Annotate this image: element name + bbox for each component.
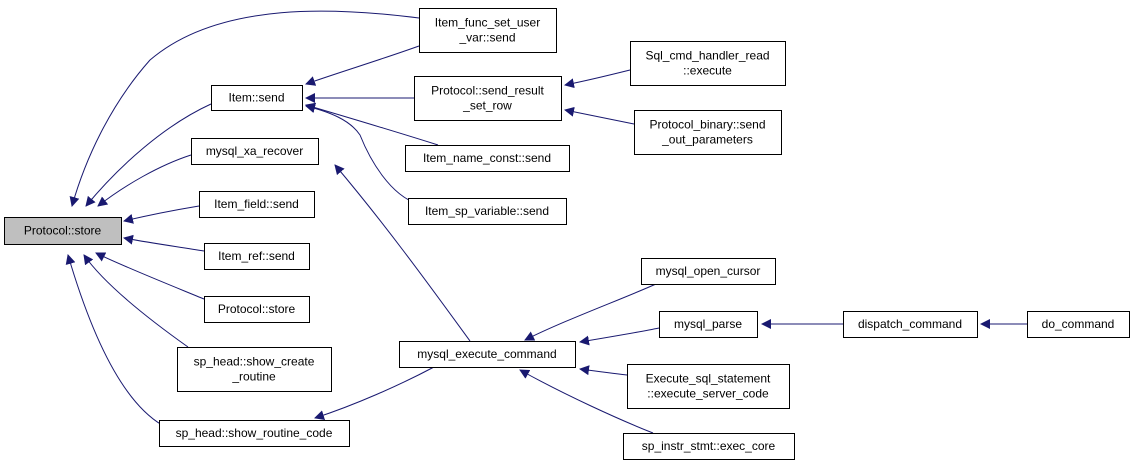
- node-sp-head-show-routine-code[interactable]: sp_head::show_routine_code: [159, 420, 350, 447]
- node-label: mysql_open_cursor: [656, 264, 761, 278]
- node-box: [408, 198, 567, 225]
- node-label: _set_row: [462, 99, 512, 113]
- node-box: [4, 217, 122, 245]
- node-protocol-send-result-set-row[interactable]: Protocol::send_result_set_row: [414, 76, 562, 121]
- node-box: [419, 8, 557, 53]
- edge-execute_sql_statement_execute_server_code-to-mysql_execute_command: [579, 365, 628, 376]
- node-label: Protocol::store: [218, 302, 296, 316]
- edge-layer: [65, 10, 1027, 434]
- node-label: Item_field::send: [214, 197, 299, 211]
- node-label: sp_head::show_routine_code: [176, 426, 333, 440]
- node-label: Protocol_binary::send: [649, 118, 765, 132]
- node-dispatch-command[interactable]: dispatch_command: [843, 311, 978, 338]
- edge-mysql_parse-to-mysql_execute_command: [579, 327, 660, 346]
- node-box: [405, 145, 570, 172]
- node-box: [627, 364, 790, 409]
- node-protocol-store-child[interactable]: Protocol::store: [204, 296, 310, 323]
- node-item-ref-send[interactable]: Item_ref::send: [204, 243, 310, 270]
- edge-sp_head_show_routine_code-to-protocol_store_root: [65, 254, 163, 426]
- node-label: _var::send: [458, 31, 515, 45]
- edge-protocol_binary_send_out_parameters-to-protocol_send_result_set_row: [564, 106, 635, 125]
- node-label: Item::send: [228, 91, 284, 105]
- node-item-func-set-user-var-send[interactable]: Item_func_set_user_var::send: [419, 8, 557, 53]
- node-box: [177, 347, 332, 392]
- node-mysql-parse[interactable]: mysql_parse: [659, 311, 758, 338]
- node-box: [399, 341, 576, 368]
- node-label: Execute_sql_statement: [646, 372, 771, 386]
- edge-mysql_xa_recover-to-protocol_store_root: [97, 154, 192, 207]
- node-label: Item_func_set_user: [435, 16, 540, 30]
- node-mysql-open-cursor[interactable]: mysql_open_cursor: [641, 258, 776, 285]
- node-item-sp-variable-send[interactable]: Item_sp_variable::send: [408, 198, 567, 225]
- node-box: [191, 138, 319, 165]
- node-label: Item_ref::send: [218, 249, 295, 263]
- node-box: [211, 85, 303, 111]
- node-box: [159, 420, 350, 447]
- node-box: [1027, 311, 1130, 338]
- edge-item_func_set_user_var_send-to-item_send: [305, 45, 420, 86]
- node-label: mysql_parse: [674, 317, 742, 331]
- node-label: do_command: [1042, 317, 1115, 331]
- node-protocol-binary-send-out-parameters[interactable]: Protocol_binary::send_out_parameters: [634, 110, 782, 155]
- node-label: mysql_xa_recover: [206, 144, 303, 158]
- edge-mysql_execute_command-to-mysql_xa_recover: [334, 164, 471, 342]
- edge-item_func_set_user_var_send-to-protocol_store_root: [69, 10, 420, 207]
- node-label: _routine: [231, 370, 276, 384]
- node-label: _out_parameters: [661, 133, 753, 147]
- edge-item_field_send-to-protocol_store_root: [123, 205, 200, 224]
- node-mysql-xa-recover[interactable]: mysql_xa_recover: [191, 138, 319, 165]
- edge-protocol_store_child-to-protocol_store_root: [95, 252, 205, 300]
- node-item-send[interactable]: Item::send: [211, 85, 303, 111]
- node-protocol-store-root[interactable]: Protocol::store: [4, 217, 122, 245]
- node-label: Item_name_const::send: [423, 151, 551, 165]
- node-box: [630, 41, 786, 86]
- edge-sp_instr_stmt_exec_core-to-mysql_execute_command: [519, 369, 654, 434]
- node-label: ::execute_server_code: [647, 387, 769, 401]
- node-label: mysql_execute_command: [417, 347, 556, 361]
- node-box: [623, 433, 795, 460]
- edge-item_ref_send-to-protocol_store_root: [123, 234, 205, 252]
- node-box: [843, 311, 978, 338]
- node-label: sp_head::show_create: [194, 355, 315, 369]
- edge-sp_head_show_create_routine-to-protocol_store_root: [83, 254, 189, 348]
- node-label: ::execute: [683, 64, 732, 78]
- edge-item_send-to-protocol_store_root: [85, 103, 212, 207]
- node-box: [204, 243, 310, 270]
- node-box: [199, 191, 315, 218]
- node-sp-instr-stmt-exec-core[interactable]: sp_instr_stmt::exec_core: [623, 433, 795, 460]
- node-box: [641, 258, 776, 285]
- node-label: Sql_cmd_handler_read: [645, 49, 769, 63]
- node-label: sp_instr_stmt::exec_core: [642, 439, 776, 453]
- node-item-name-const-send[interactable]: Item_name_const::send: [405, 145, 570, 172]
- node-execute-sql-statement-execute-server-code[interactable]: Execute_sql_statement::execute_server_co…: [627, 364, 790, 409]
- edge-mysql_open_cursor-to-mysql_execute_command: [524, 283, 657, 341]
- node-item-field-send[interactable]: Item_field::send: [199, 191, 315, 218]
- node-sp-head-show-create-routine[interactable]: sp_head::show_create_routine: [177, 347, 332, 392]
- node-box: [414, 76, 562, 121]
- node-box: [659, 311, 758, 338]
- node-box: [204, 296, 310, 323]
- node-mysql-execute-command[interactable]: mysql_execute_command: [399, 341, 576, 368]
- edge-item_name_const_send-to-item_send: [305, 102, 439, 146]
- node-sql-cmd-handler-read-execute[interactable]: Sql_cmd_handler_read::execute: [630, 41, 786, 86]
- node-box: [634, 110, 782, 155]
- node-label: Protocol::send_result: [431, 84, 544, 98]
- node-label: Item_sp_variable::send: [425, 204, 549, 218]
- edge-mysql_execute_command-to-sp_head_show_routine_code: [314, 366, 435, 420]
- node-do-command[interactable]: do_command: [1027, 311, 1130, 338]
- edge-sql_cmd_handler_read_execute-to-protocol_send_result_set_row: [564, 69, 631, 89]
- edge-item_sp_variable_send-to-item_send: [305, 103, 419, 205]
- node-layer: Protocol::store Item_func_set_user_var::s…: [4, 8, 1130, 460]
- node-label: Protocol::store: [24, 224, 102, 238]
- node-label: dispatch_command: [858, 317, 962, 331]
